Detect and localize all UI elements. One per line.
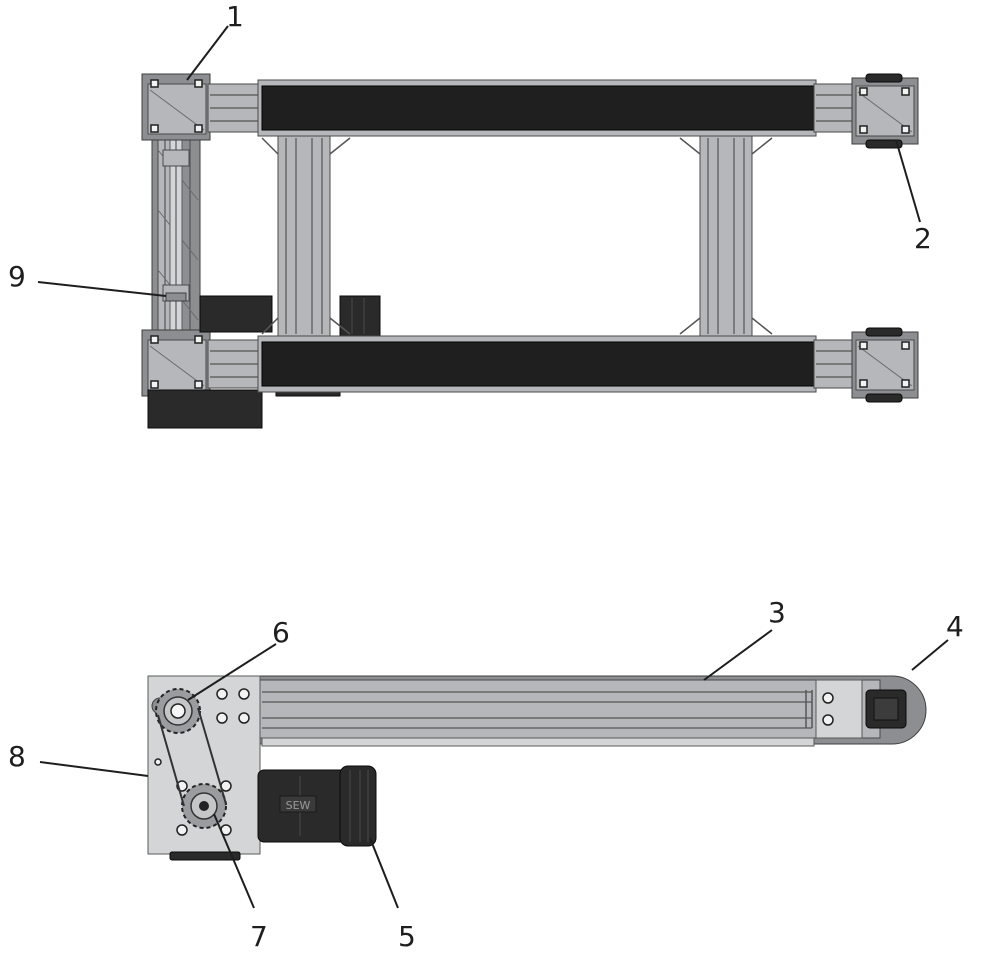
motor-badge: SEW	[286, 799, 311, 812]
top-view	[141, 73, 919, 429]
top-right-end-head	[813, 73, 919, 149]
leader-2	[895, 139, 921, 223]
lower-belt-segment	[257, 335, 817, 393]
cross-support-left	[261, 135, 351, 337]
callout-2: 2	[914, 222, 932, 255]
gear-motor: SEW	[257, 765, 377, 847]
leader-4	[911, 639, 949, 671]
bottom-left-end-head	[141, 329, 265, 397]
conveyor-beam	[179, 675, 927, 747]
drive-end-frame	[151, 77, 201, 409]
callout-4: 4	[946, 610, 964, 643]
bottom-right-end-head	[813, 327, 919, 403]
drive-chain	[157, 707, 227, 807]
lower-sprocket	[181, 783, 227, 829]
leader-7	[213, 813, 255, 909]
callout-1: 1	[226, 0, 244, 33]
callout-5: 5	[398, 920, 416, 953]
cross-support-right	[679, 135, 773, 337]
leader-lines	[37, 25, 949, 909]
leader-1	[186, 25, 229, 81]
callout-8: 8	[8, 740, 26, 773]
leader-6	[187, 643, 277, 701]
top-left-end-head	[141, 73, 265, 141]
leader-5	[369, 837, 399, 909]
callout-labels: 1 2 3 4 5 6 7 8 9	[8, 0, 964, 953]
leader-9	[37, 281, 167, 297]
upper-belt-segment	[257, 79, 817, 137]
side-view: SEW	[147, 675, 927, 861]
callout-9: 9	[8, 260, 26, 293]
callout-7: 7	[250, 920, 268, 953]
leader-3	[703, 629, 773, 681]
tail-end-cap	[805, 679, 907, 739]
callout-3: 3	[768, 596, 786, 629]
leader-8	[39, 761, 149, 777]
callout-6: 6	[272, 616, 290, 649]
